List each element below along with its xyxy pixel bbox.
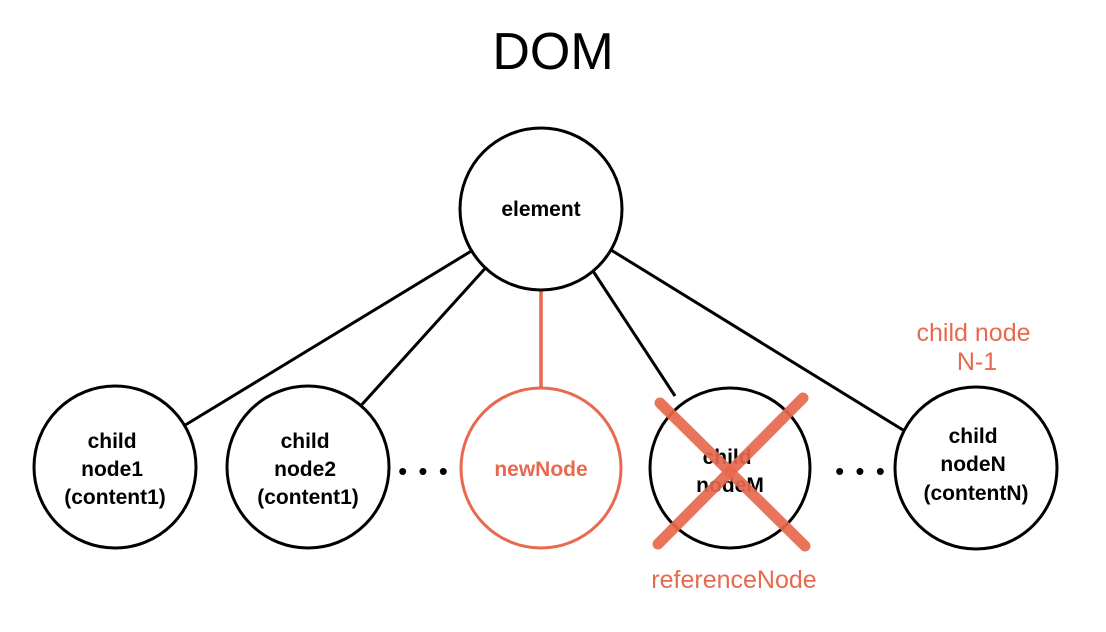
new-node bbox=[459, 386, 623, 550]
child-node-2-label: child node2 (content1) bbox=[257, 430, 359, 509]
edge-element-child1 bbox=[181, 248, 474, 429]
child-n-minus-1-annotation: child node N-1 bbox=[917, 319, 1038, 376]
child-node-2-line: (content1) bbox=[257, 486, 359, 509]
reference-node-annotation: referenceNode bbox=[651, 566, 816, 594]
diagram-title: DOM bbox=[492, 23, 614, 81]
edge-element-child2 bbox=[355, 261, 492, 412]
child-node-n-line: nodeN bbox=[940, 453, 1005, 476]
child-node-1-line: (content1) bbox=[64, 486, 166, 509]
edge-element-childm bbox=[591, 270, 677, 397]
element-node bbox=[458, 126, 624, 292]
removed-cross-icon bbox=[652, 392, 811, 552]
child-node-2-line: child bbox=[281, 430, 330, 453]
ellipsis-left: • • • bbox=[398, 456, 450, 486]
child-node-n bbox=[893, 385, 1059, 551]
child-n-minus-1-line: N-1 bbox=[957, 348, 997, 376]
child-n-minus-1-line: child node bbox=[917, 319, 1031, 347]
child-node-1-line: child bbox=[88, 430, 137, 453]
element-label: element bbox=[501, 198, 580, 221]
child-node-n-label: child nodeN (contentN) bbox=[924, 425, 1029, 505]
child-node-1-label: child node1 (content1) bbox=[64, 430, 166, 509]
new-node-label: newNode bbox=[494, 458, 587, 481]
child-node-1-line: node1 bbox=[81, 458, 143, 481]
edge-element-childn bbox=[610, 248, 904, 432]
child-node-2-line: node2 bbox=[274, 458, 336, 481]
child-node-2 bbox=[225, 384, 391, 550]
child-node-n-line: (contentN) bbox=[924, 482, 1029, 505]
child-node-n-line: child bbox=[949, 425, 998, 448]
ellipsis-right: • • • bbox=[835, 456, 887, 486]
child-node-1 bbox=[32, 384, 198, 550]
